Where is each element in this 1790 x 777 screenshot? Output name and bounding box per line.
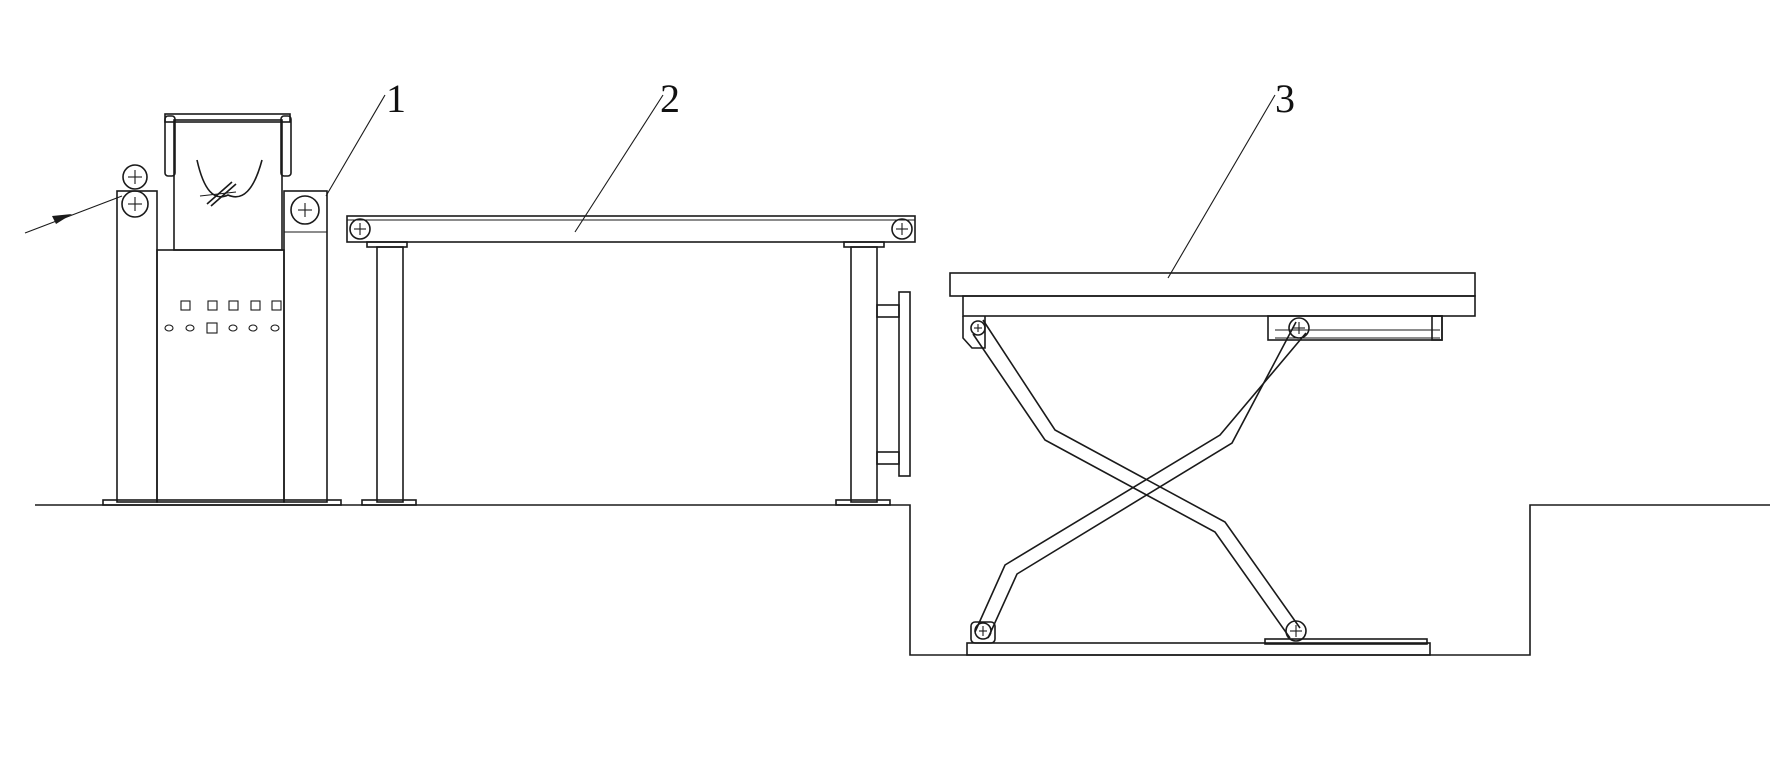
coil-strip-mark-2 — [210, 183, 237, 207]
upper-left-pivot — [970, 320, 986, 336]
upper-right-roller — [1288, 317, 1310, 339]
feed-arrow-head — [52, 214, 72, 224]
callout-3-label: 3 — [1275, 76, 1295, 121]
scissor-arm-a — [982, 319, 1301, 629]
machine-base-plate — [102, 499, 342, 506]
feed-strip-line — [24, 195, 123, 234]
callout-1: 1 — [325, 76, 406, 197]
lower-left-bracket — [970, 621, 996, 644]
control-cabinet — [156, 249, 285, 503]
conveyor-belt-frame — [346, 215, 916, 243]
right-column — [283, 190, 328, 503]
upper-left-bracket — [962, 316, 986, 349]
coil-housing — [173, 119, 283, 251]
conveyor-side-panel — [876, 291, 911, 477]
lift-tabletop — [949, 272, 1476, 297]
conveyor-2 — [346, 215, 916, 506]
ground-line-with-pit — [35, 504, 1770, 656]
callout-2-label: 2 — [660, 76, 680, 121]
control-buttons — [164, 300, 282, 334]
feed-roller-top — [122, 164, 148, 190]
callout-3: 3 — [1167, 76, 1295, 279]
scissor-lift-3 — [949, 272, 1476, 656]
housing-side-right — [280, 115, 292, 177]
coil-arc — [196, 159, 263, 198]
conveyor-roller-left — [349, 218, 371, 240]
left-column — [116, 190, 158, 503]
housing-side-left — [164, 115, 176, 177]
lift-base-plate — [966, 642, 1431, 656]
lower-right-roller — [1285, 620, 1307, 642]
coil-strip-mark-1 — [206, 181, 233, 205]
callout-2: 2 — [574, 76, 680, 233]
lift-upper-frame — [962, 295, 1476, 317]
conveyor-roller-right — [891, 218, 913, 240]
machine-1-winder — [24, 113, 342, 506]
exit-roller — [290, 195, 320, 225]
callout-1-label: 1 — [386, 76, 406, 121]
scissor-arm-b — [974, 332, 1307, 633]
